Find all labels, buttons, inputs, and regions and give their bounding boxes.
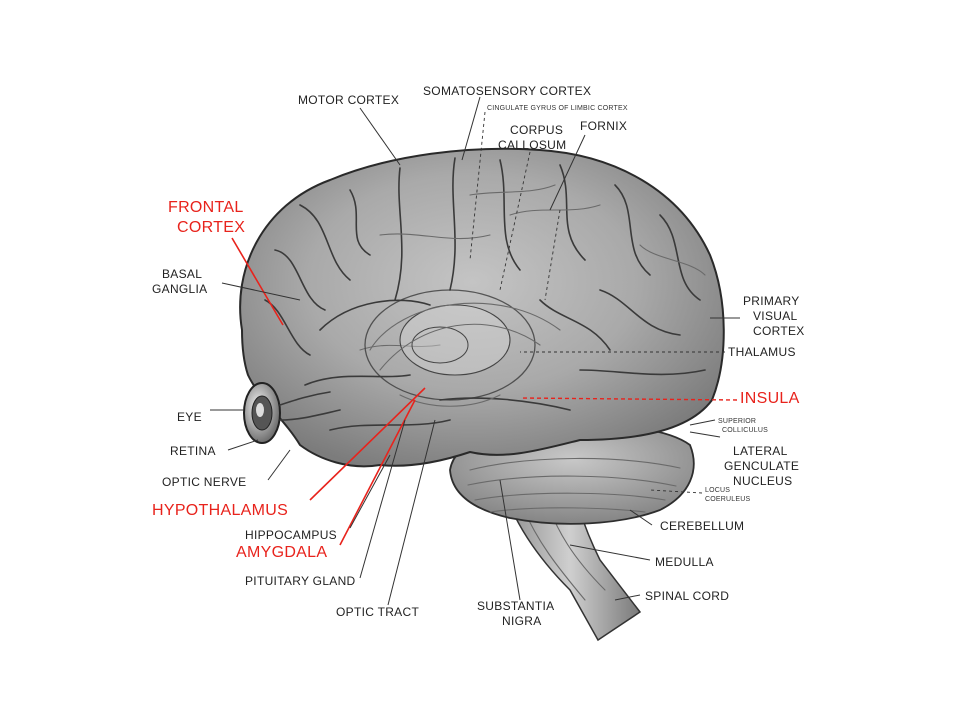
label-lateral-geniculate-2: GENCULATE	[724, 459, 799, 473]
label-spinal-cord: SPINAL CORD	[645, 589, 729, 603]
label-superior-colliculus-2: COLLICULUS	[722, 427, 768, 434]
label-amygdala: AMYGDALA	[236, 544, 327, 561]
brain-illustration	[239, 147, 725, 642]
label-basal-ganglia-2: GANGLIA	[152, 282, 207, 296]
label-substantia-nigra-1: SUBSTANTIA	[477, 599, 554, 613]
label-thalamus: THALAMUS	[728, 345, 796, 359]
label-cerebellum: CEREBELLUM	[660, 519, 744, 533]
label-medulla: MEDULLA	[655, 555, 714, 569]
label-somatosensory-cortex: SOMATOSENSORY CORTEX	[423, 84, 591, 98]
label-basal-ganglia-1: BASAL	[162, 267, 202, 281]
label-lateral-geniculate-1: LATERAL	[733, 444, 788, 458]
label-optic-tract: OPTIC TRACT	[336, 605, 419, 619]
label-hypothalamus: HYPOTHALAMUS	[152, 502, 288, 519]
label-retina: RETINA	[170, 444, 216, 458]
label-pituitary-gland: PITUITARY GLAND	[245, 574, 356, 588]
label-locus-coeruleus-1: LOCUS	[705, 487, 730, 494]
label-primary-visual-3: CORTEX	[753, 324, 805, 338]
limbic-ring-shape	[364, 289, 536, 401]
label-insula: INSULA	[740, 390, 800, 407]
label-primary-visual-2: VISUAL	[753, 309, 798, 323]
label-cingulate-gyrus: CINGULATE GYRUS OF LIMBIC CORTEX	[487, 105, 628, 112]
label-frontal-cortex-2: CORTEX	[177, 219, 245, 236]
label-motor-cortex: MOTOR CORTEX	[298, 93, 399, 107]
cerebrum-shape	[239, 147, 725, 468]
label-primary-visual-1: PRIMARY	[743, 294, 800, 308]
label-lateral-geniculate-3: NUCLEUS	[733, 474, 792, 488]
labels: MOTOR CORTEX SOMATOSENSORY CORTEX CINGUL…	[152, 84, 805, 628]
label-frontal-cortex-1: FRONTAL	[168, 199, 244, 216]
label-corpus-callosum-2: CALLOSUM	[498, 138, 566, 152]
label-corpus-callosum-1: CORPUS	[510, 123, 563, 137]
leader-lines	[210, 96, 740, 606]
label-fornix: FORNIX	[580, 119, 627, 133]
label-hippocampus: HIPPOCAMPUS	[245, 528, 337, 542]
label-substantia-nigra-2: NIGRA	[502, 614, 542, 628]
label-locus-coeruleus-2: COERULEUS	[705, 496, 750, 503]
label-superior-colliculus-1: SUPERIOR	[718, 418, 756, 425]
label-optic-nerve: OPTIC NERVE	[162, 475, 246, 489]
label-eye: EYE	[177, 410, 202, 424]
